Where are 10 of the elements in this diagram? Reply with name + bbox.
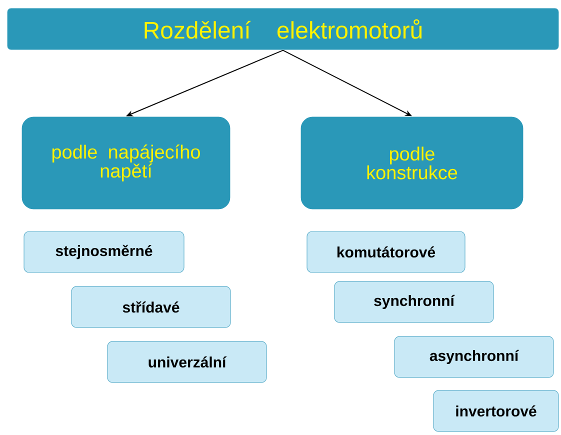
type-box: asynchronní: [394, 336, 554, 378]
type-box: komutátorové: [306, 231, 466, 273]
category-box: podle napájecího napětí: [21, 116, 231, 210]
type-box: univerzální: [107, 341, 267, 383]
title-banner: Rozdělení elektromotorů: [6, 8, 560, 50]
type-box: stejnosměrné: [24, 231, 184, 273]
type-box: střídavé: [71, 286, 231, 328]
type-box: invertorové: [433, 390, 559, 432]
type-box: synchronní: [334, 281, 494, 323]
category-box: podle konstrukce: [300, 116, 524, 210]
